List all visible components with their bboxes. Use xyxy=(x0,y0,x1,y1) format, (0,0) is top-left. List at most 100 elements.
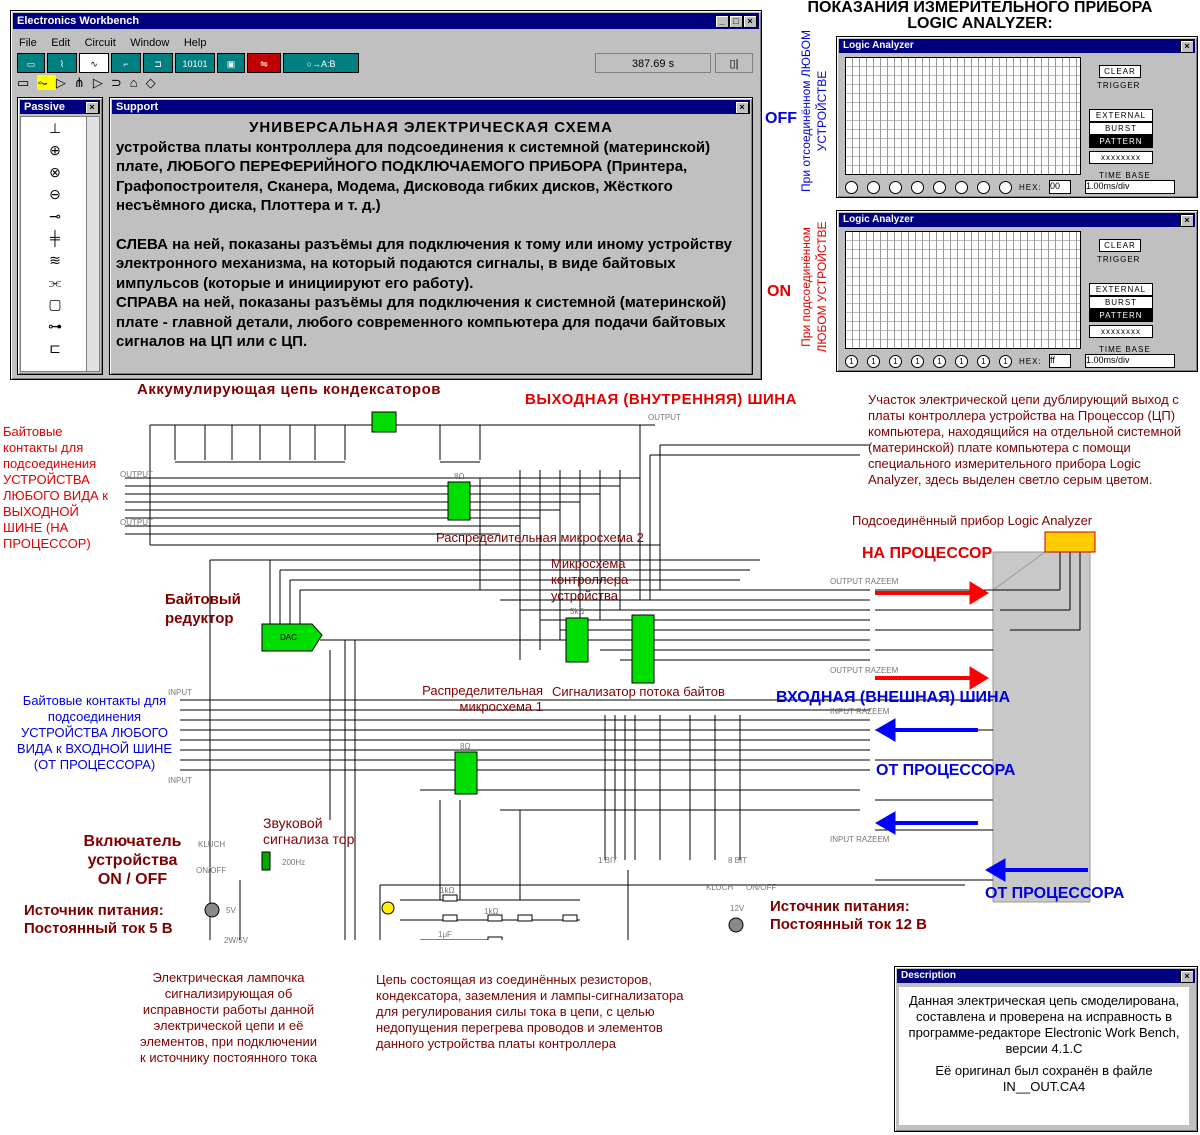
circuit-diagram xyxy=(125,411,1096,940)
la-on-timebase-value[interactable]: 1.00ms/div xyxy=(1085,354,1175,368)
indicator-lamp xyxy=(381,901,395,915)
la-off-caption: При отсоединённом ЛЮБОМ УСТРОЙСТВЕ xyxy=(799,30,829,192)
parts-bin-close-icon[interactable]: × xyxy=(85,101,99,114)
la-on-pattern-field[interactable]: xxxxxxxx xyxy=(1089,325,1153,338)
gate-icon[interactable]: ⊃ xyxy=(110,75,130,90)
label-sound: Звуковой сигнализа тор xyxy=(263,815,355,847)
bit-indicator xyxy=(889,181,902,194)
inductor-icon[interactable]: ≋ xyxy=(49,252,61,268)
parts-scrollbar[interactable] xyxy=(86,116,100,372)
la-on-pattern-button[interactable]: PATTERN xyxy=(1089,309,1153,322)
label-left-in: Байтовые контакты для подсоединения УСТР… xyxy=(16,693,173,772)
la-on-burst-button[interactable]: BURST xyxy=(1089,296,1153,309)
wire-label-output-1: OUTPUT xyxy=(120,470,153,479)
dac-chip xyxy=(261,623,323,652)
la-on-bit-indicators: 1 1 1 1 1 1 1 1 xyxy=(845,355,1025,368)
wire-label-input-2: INPUT xyxy=(168,776,192,785)
capacitor-icon[interactable]: ╪ xyxy=(50,230,60,246)
toolbar-button-4[interactable]: ⌐ xyxy=(111,53,141,73)
menu-edit[interactable]: Edit xyxy=(51,37,71,49)
la-on-hex-value: ff xyxy=(1049,354,1071,368)
la-on-external-button[interactable]: EXTERNAL xyxy=(1089,283,1153,296)
wire-label-hz: 200Hz xyxy=(282,858,306,867)
ground-icon[interactable]: ⊥ xyxy=(48,120,62,136)
resistor-part-icon[interactable]: ⊏ xyxy=(49,340,61,356)
bit-indicator xyxy=(977,181,990,194)
bit-indicator: 1 xyxy=(955,355,968,368)
la-off-pattern-field[interactable]: xxxxxxxx xyxy=(1089,151,1153,164)
wire-label-r8-1: 8Ω xyxy=(454,472,465,481)
toolbar-button-8[interactable]: ⇋ xyxy=(247,53,281,73)
menu-window[interactable]: Window xyxy=(130,37,170,49)
menu-file[interactable]: File xyxy=(19,37,37,49)
bit-indicator xyxy=(845,181,858,194)
resistor xyxy=(487,914,503,922)
label-byte-reducer: Байтовый редуктор xyxy=(165,591,241,627)
toolbar-button-1[interactable]: ▭ xyxy=(17,53,45,73)
voltage-source-icon[interactable]: ▢ xyxy=(48,296,62,312)
ewb-window: Electronics Workbench _ □ × File Edit Ci… xyxy=(10,10,762,380)
wire-label-bit8: 8 BIT xyxy=(728,856,748,865)
pause-switch-icon[interactable]: ▯| xyxy=(715,53,753,73)
resistor-icon[interactable]: ⏦ xyxy=(37,75,56,90)
label-output-bus: ВЫХОДНАЯ (ВНУТРЕННЯЯ) ШИНА xyxy=(525,391,797,408)
la-off-external-button[interactable]: EXTERNAL xyxy=(1089,109,1153,122)
dac-label: DAC xyxy=(280,633,297,642)
flipflop-icon[interactable]: ⌂ xyxy=(129,75,146,90)
bit-indicator xyxy=(933,181,946,194)
menu-help[interactable]: Help xyxy=(183,37,207,49)
label-controller-chip: Микросхема контроллера устройства xyxy=(551,556,629,603)
toolbar-button-2[interactable]: ⌇ xyxy=(47,53,77,73)
label-lamp: Электрическая лампочка сигнализирующая о… xyxy=(140,970,317,1065)
wire-label-input-1: INPUT xyxy=(168,688,192,697)
description-close-icon[interactable]: × xyxy=(1180,970,1194,983)
toolbar-button-9[interactable]: ○→A:B xyxy=(283,53,359,73)
support-close-icon[interactable]: × xyxy=(735,101,749,114)
ewb-title-bar[interactable]: Electronics Workbench _ □ × xyxy=(13,13,759,29)
la-off-pattern-button[interactable]: PATTERN xyxy=(1089,135,1153,148)
maximize-icon[interactable]: □ xyxy=(729,15,743,28)
label-chip2: Распределительная микросхема 2 xyxy=(436,530,644,545)
switch-icon[interactable]: ⊸ xyxy=(49,208,61,224)
description-body: Данная электрическая цепь смоделирована,… xyxy=(899,987,1189,1125)
description-text: Данная электрическая цепь смоделирована,… xyxy=(908,993,1180,1056)
bit-indicator xyxy=(911,181,924,194)
duplicate-section-funnel xyxy=(992,551,1091,903)
connector-icon[interactable]: ⊕ xyxy=(49,142,61,158)
toolbar-button-3[interactable]: ∿ xyxy=(79,53,109,73)
wire-label-bit1: 1 BIT xyxy=(598,856,618,865)
battery-icon[interactable]: ▭ xyxy=(17,75,38,90)
power-source-5v xyxy=(204,902,220,918)
wire-label-klyuch-2: KLUCH xyxy=(706,883,734,892)
label-left-out: Байтовые контакты для подсоединения УСТР… xyxy=(3,424,108,551)
diode-icon[interactable]: ▷ xyxy=(55,75,74,90)
la-off-window: Logic Analyzer × CLEAR TRIGGER EXTERNAL … xyxy=(836,36,1198,198)
la-off-timebase-label: TIME BASE xyxy=(1099,171,1151,180)
la-off-timebase-value[interactable]: 1.00ms/div xyxy=(1085,180,1175,194)
toolbar-button-5[interactable]: ⊐ xyxy=(143,53,173,73)
label-dup-section: Участок электрической цепи дублирующий в… xyxy=(868,392,1182,487)
transistor-icon[interactable]: ⋔ xyxy=(73,75,93,90)
relay-icon[interactable]: ⊶ xyxy=(48,318,62,334)
la-off-burst-button[interactable]: BURST xyxy=(1089,122,1153,135)
fuse-icon[interactable]: ⊖ xyxy=(49,186,61,202)
toolbar-button-6[interactable]: 10101 xyxy=(175,53,215,73)
la-off-close-icon[interactable]: × xyxy=(1180,40,1194,53)
toolbar-button-7[interactable]: ▣ xyxy=(217,53,245,73)
lamp-icon[interactable]: ⊗ xyxy=(49,164,61,180)
power-source-12v xyxy=(728,917,744,933)
opamp-icon[interactable]: ▷ xyxy=(92,75,111,90)
transformer-icon[interactable]: ⫘ xyxy=(48,274,62,290)
description-window: Description × Данная электрическая цепь … xyxy=(894,966,1198,1132)
wire-label-12v: 12V xyxy=(730,904,745,913)
minimize-icon[interactable]: _ xyxy=(715,15,729,28)
close-icon[interactable]: × xyxy=(743,15,757,28)
menu-circuit[interactable]: Circuit xyxy=(84,37,116,49)
indicator-icon[interactable]: ◇ xyxy=(145,75,164,90)
la-on-clear-button[interactable]: CLEAR xyxy=(1099,239,1141,252)
la-off-trigger-label: TRIGGER xyxy=(1097,81,1141,90)
la-off-clear-button[interactable]: CLEAR xyxy=(1099,65,1141,78)
label-resistors: Цепь состоящая из соединённых резисторов… xyxy=(376,972,684,1051)
la-on-panel: CLEAR TRIGGER EXTERNAL BURST PATTERN xxx… xyxy=(1089,233,1169,343)
la-on-close-icon[interactable]: × xyxy=(1180,214,1194,227)
